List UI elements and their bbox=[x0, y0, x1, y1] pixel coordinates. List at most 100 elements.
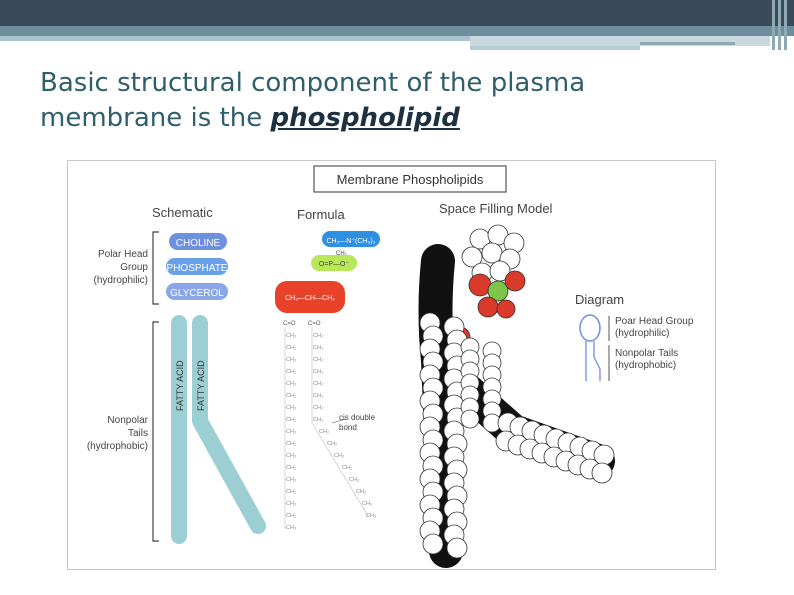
formula-ch2-unit: CH₂ bbox=[286, 405, 296, 411]
slide-decor-line bbox=[640, 42, 735, 45]
oxygen-atom bbox=[477, 296, 499, 318]
formula-ch2-unit: CH₂ bbox=[313, 405, 323, 411]
slide-title: Basic structural component of the plasma… bbox=[40, 66, 740, 136]
space-filling-heading: Space Filling Model bbox=[439, 201, 553, 216]
nonpolar-label-line: (hydrophobic) bbox=[87, 441, 148, 452]
figure-title: Membrane Phospholipids bbox=[337, 172, 484, 187]
formula-ch2-unit: CH₂ bbox=[286, 417, 296, 423]
cis-bond-pointer bbox=[331, 418, 347, 424]
model-atoms bbox=[419, 224, 615, 559]
phospholipid-diagram: Membrane Phospholipids Schematic Formula… bbox=[87, 165, 694, 568]
formula-ch2-unit: CH₂ bbox=[313, 333, 323, 339]
formula-ch2-unit: CH₂ bbox=[313, 345, 323, 351]
polar-head-label-line: Polar Head bbox=[98, 249, 148, 260]
formula-ch3-unit: CH₃ bbox=[366, 513, 376, 519]
cis-bond-label: cis double bbox=[339, 413, 376, 422]
title-line-1: Basic structural component of the plasma bbox=[40, 68, 586, 98]
formula-phosphate-group bbox=[311, 255, 357, 271]
formula-ch2-unit: CH₂ bbox=[334, 453, 344, 459]
formula-ch2-unit: CH₂ bbox=[327, 441, 337, 447]
polar-head-label-line: Group bbox=[120, 262, 148, 273]
formula-ch2-unit: CH₂ bbox=[286, 441, 296, 447]
slide-decor-vbar bbox=[784, 0, 787, 50]
formula-ch2-unit: CH₂ bbox=[286, 501, 296, 507]
formula-ch2-unit: CH₂ bbox=[362, 501, 372, 507]
formula-ch2-unit: CH₂ bbox=[313, 357, 323, 363]
slide-decor-vbar bbox=[772, 0, 775, 50]
schematic-heading: Schematic bbox=[152, 205, 213, 220]
oxygen-atom bbox=[496, 299, 516, 319]
hydrogen-atom bbox=[446, 537, 468, 559]
slide-decor-line bbox=[0, 36, 470, 41]
formula-ch2-unit: CH₂ bbox=[286, 357, 296, 363]
formula-ch2-unit: CH₂ bbox=[319, 429, 329, 435]
formula-ch2-unit: CH₂ bbox=[342, 465, 352, 471]
diagram-heading: Diagram bbox=[575, 292, 624, 307]
formula-ch2-unit: CH₂ bbox=[286, 393, 296, 399]
formula-ch2: CH₂ bbox=[336, 251, 348, 257]
cis-bond-label: bond bbox=[339, 423, 357, 432]
formula-bond-line bbox=[311, 422, 369, 517]
formula-chain-left: CH₂ CH₂ CH₂ CH₂ CH₂ CH₂ CH₂ CH₂ CH₂ CH₂ … bbox=[286, 333, 296, 531]
oxygen-atom bbox=[504, 270, 526, 292]
diagram-nonpolar-label: Nonpolar Tails bbox=[615, 348, 678, 359]
glycerol-pill bbox=[166, 283, 228, 300]
title-line-2: membrane is the bbox=[40, 103, 271, 133]
phosphate-label: PHOSPHATE bbox=[167, 263, 228, 274]
polar-head-bracket bbox=[152, 231, 159, 305]
formula-ester: C=O bbox=[308, 321, 321, 327]
formula-choline-group bbox=[322, 231, 380, 247]
hydrogen-atom bbox=[593, 444, 615, 466]
phosphorus-atom bbox=[487, 280, 509, 302]
formula-ch2-unit: CH₂ bbox=[286, 489, 296, 495]
choline-pill bbox=[169, 233, 227, 250]
slide-top-stripe bbox=[0, 26, 794, 36]
fatty-acid-label: FATTY ACID bbox=[196, 360, 206, 411]
formula-ch2-unit: CH₂ bbox=[313, 393, 323, 399]
nonpolar-bracket bbox=[152, 321, 159, 542]
formula-ch2-unit: CH₂ bbox=[286, 381, 296, 387]
slide-top-bar bbox=[0, 0, 794, 26]
glycerol-label: GLYCEROL bbox=[170, 288, 224, 299]
formula-ester: C=O bbox=[283, 321, 296, 327]
oxygen-atom bbox=[468, 273, 492, 297]
formula-ch2-unit: CH₂ bbox=[349, 477, 359, 483]
formula-ch2-unit: CH₂ bbox=[313, 369, 323, 375]
space-filling-model bbox=[418, 224, 615, 568]
formula-phosphate-text: O=P—O⁻ bbox=[319, 261, 350, 268]
formula-chain-right: CH₂ CH₂ CH₂ CH₂ CH₂ CH₂ CH₂ CH₂ CH₂ CH₂ … bbox=[313, 333, 376, 519]
formula-ch3-unit: CH₃ bbox=[286, 525, 296, 531]
formula-ch2-unit: CH₂ bbox=[286, 477, 296, 483]
nonpolar-tails-label: Nonpolar Tails (hydrophobic) bbox=[87, 415, 149, 452]
slide-decor-line bbox=[470, 36, 770, 46]
hydrogen-atom bbox=[422, 533, 444, 555]
formula-ch2-unit: CH₂ bbox=[286, 453, 296, 459]
slide-decor-line bbox=[470, 46, 640, 50]
hydrogen-atom bbox=[460, 409, 480, 429]
hydrogen-atom bbox=[461, 246, 483, 268]
formula-ch2-unit: CH₂ bbox=[286, 429, 296, 435]
diagram-polar-label: (hydrophilic) bbox=[615, 328, 669, 339]
hydrogen-atom bbox=[481, 242, 503, 264]
formula-ch2-unit: CH₂ bbox=[286, 345, 296, 351]
diagram-nonpolar-label: (hydrophobic) bbox=[615, 360, 676, 371]
formula-ch2-unit: CH₂ bbox=[356, 489, 366, 495]
nonpolar-label-line: Tails bbox=[128, 428, 148, 439]
phospholipid-figure: Membrane Phospholipids Schematic Formula… bbox=[67, 160, 716, 570]
formula-ch2-unit: CH₂ bbox=[286, 513, 296, 519]
formula-glycerol-group bbox=[275, 281, 345, 313]
diagram-polar-label: Poar Head Group bbox=[615, 316, 694, 327]
diagram-tail-icon bbox=[593, 341, 601, 381]
figure-title-box bbox=[313, 165, 507, 193]
formula-ch2-unit: CH₂ bbox=[313, 417, 323, 423]
polar-head-label-line: (hydrophilic) bbox=[94, 275, 148, 286]
formula-ch2-unit: CH₂ bbox=[286, 333, 296, 339]
formula-glycerol-text: CH₂—CH—CH₂ bbox=[285, 295, 335, 302]
diagram-head-icon bbox=[579, 314, 601, 342]
formula-choline-text: CH₂—N⁺(CH₃)₃ bbox=[326, 238, 375, 245]
formula-ch2-unit: CH₂ bbox=[286, 369, 296, 375]
formula-ch2-unit: CH₂ bbox=[313, 381, 323, 387]
hydrogen-atom bbox=[591, 462, 613, 484]
phosphate-pill bbox=[166, 258, 228, 275]
formula-heading: Formula bbox=[297, 207, 345, 222]
